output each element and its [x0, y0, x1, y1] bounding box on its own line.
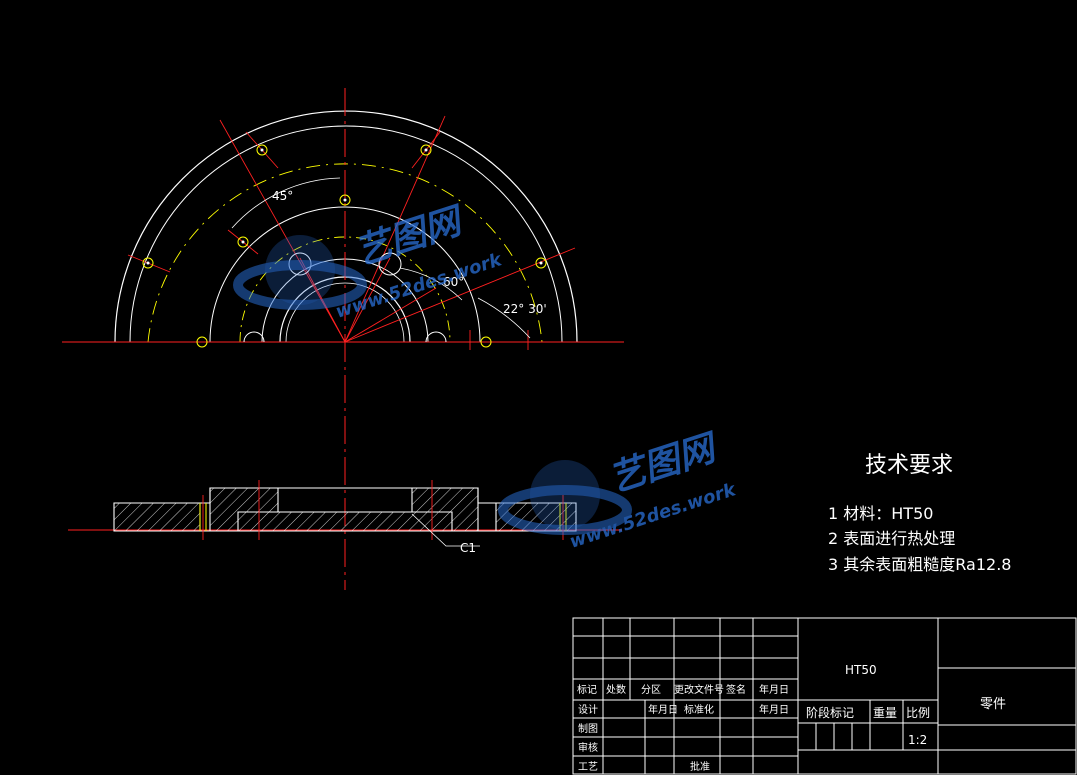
tb-count: 处数	[606, 683, 626, 696]
bolt-hole-5	[339, 194, 351, 206]
tb-part-name: 零件	[980, 697, 1006, 712]
tb-date2: 年月日	[648, 703, 678, 716]
watermark-1: 艺图网 www.52des.work	[233, 200, 505, 323]
title-block	[572, 617, 1077, 775]
tb-standard: 标准化	[684, 703, 714, 716]
hub-outer-arc	[209, 206, 481, 343]
dim-label-45: 45°	[272, 189, 293, 203]
hub-hole-right	[378, 252, 402, 276]
chamfer-label: C1	[460, 541, 476, 555]
radial-line-2	[344, 115, 446, 343]
watermark-brand-1: 艺图网	[350, 200, 470, 274]
tb-process: 工艺	[578, 761, 598, 773]
dim-arc-60	[399, 267, 463, 301]
title-block-text: 标记 处数 分区 更改文件号 签名 年月日 设计 年月日 标准化 年月日 制图 …	[577, 663, 1006, 773]
bolt-hole-8	[196, 336, 208, 348]
tb-weight: 重量	[873, 706, 897, 720]
tb-ratio: 比例	[906, 706, 930, 720]
note-item-2: 2 表面进行热处理	[828, 529, 955, 548]
tb-scale: 1:2	[908, 733, 927, 747]
hub-hole-lower-right	[425, 331, 447, 343]
tb-design: 设计	[578, 703, 598, 716]
bolt-hole-3	[420, 144, 432, 156]
bolt-hole-1	[142, 257, 154, 269]
radial-line-3	[344, 247, 576, 343]
tb-zone: 分区	[641, 684, 661, 696]
dim-label-60: 60°	[443, 275, 464, 289]
top-view: 45° 60° 22° 30'	[62, 88, 624, 590]
outer-bolt-holes	[142, 144, 547, 348]
hub-hole-lower-left	[243, 331, 265, 343]
radial-line-6	[344, 287, 437, 343]
tb-doc-no: 更改文件号	[674, 683, 724, 696]
tb-review: 审核	[578, 741, 598, 754]
dim-arc-45	[231, 177, 341, 229]
tb-approve: 批准	[690, 760, 710, 773]
tb-stage: 阶段标记	[806, 705, 854, 720]
tb-date3: 年月日	[759, 703, 789, 716]
tb-mark: 标记	[577, 684, 597, 696]
bore-arc-inner	[285, 282, 405, 343]
tb-drawing: 制图	[578, 722, 598, 735]
bolt-hole-2	[256, 144, 268, 156]
note-item-3: 3 其余表面粗糙度Ra12.8	[828, 555, 1011, 574]
inner-rim-arc	[129, 125, 563, 343]
bolt-hole-4	[535, 257, 547, 269]
tb-material: HT50	[845, 663, 877, 677]
bolt-hole-6	[237, 236, 249, 248]
dim-label-22-30: 22° 30'	[503, 302, 547, 316]
technical-requirements: 技术要求 1 材料：HT50 2 表面进行热处理 3 其余表面粗糙度Ra12.8	[828, 453, 1011, 574]
bolt-hole-centers	[146, 148, 543, 265]
left-flange-section	[113, 502, 201, 532]
tb-sign: 签名	[726, 683, 746, 696]
notes-title: 技术要求	[865, 453, 953, 478]
dim-arc-22-30	[477, 297, 531, 339]
outer-rim-arc	[114, 110, 578, 343]
note-item-1: 1 材料：HT50	[828, 504, 933, 523]
section-outline	[200, 487, 496, 504]
bolt-hole-7	[480, 336, 492, 348]
tb-date: 年月日	[759, 683, 789, 696]
watermark-2: 艺图网 www.52des.work	[498, 427, 739, 553]
chamfer-leader	[411, 513, 480, 547]
